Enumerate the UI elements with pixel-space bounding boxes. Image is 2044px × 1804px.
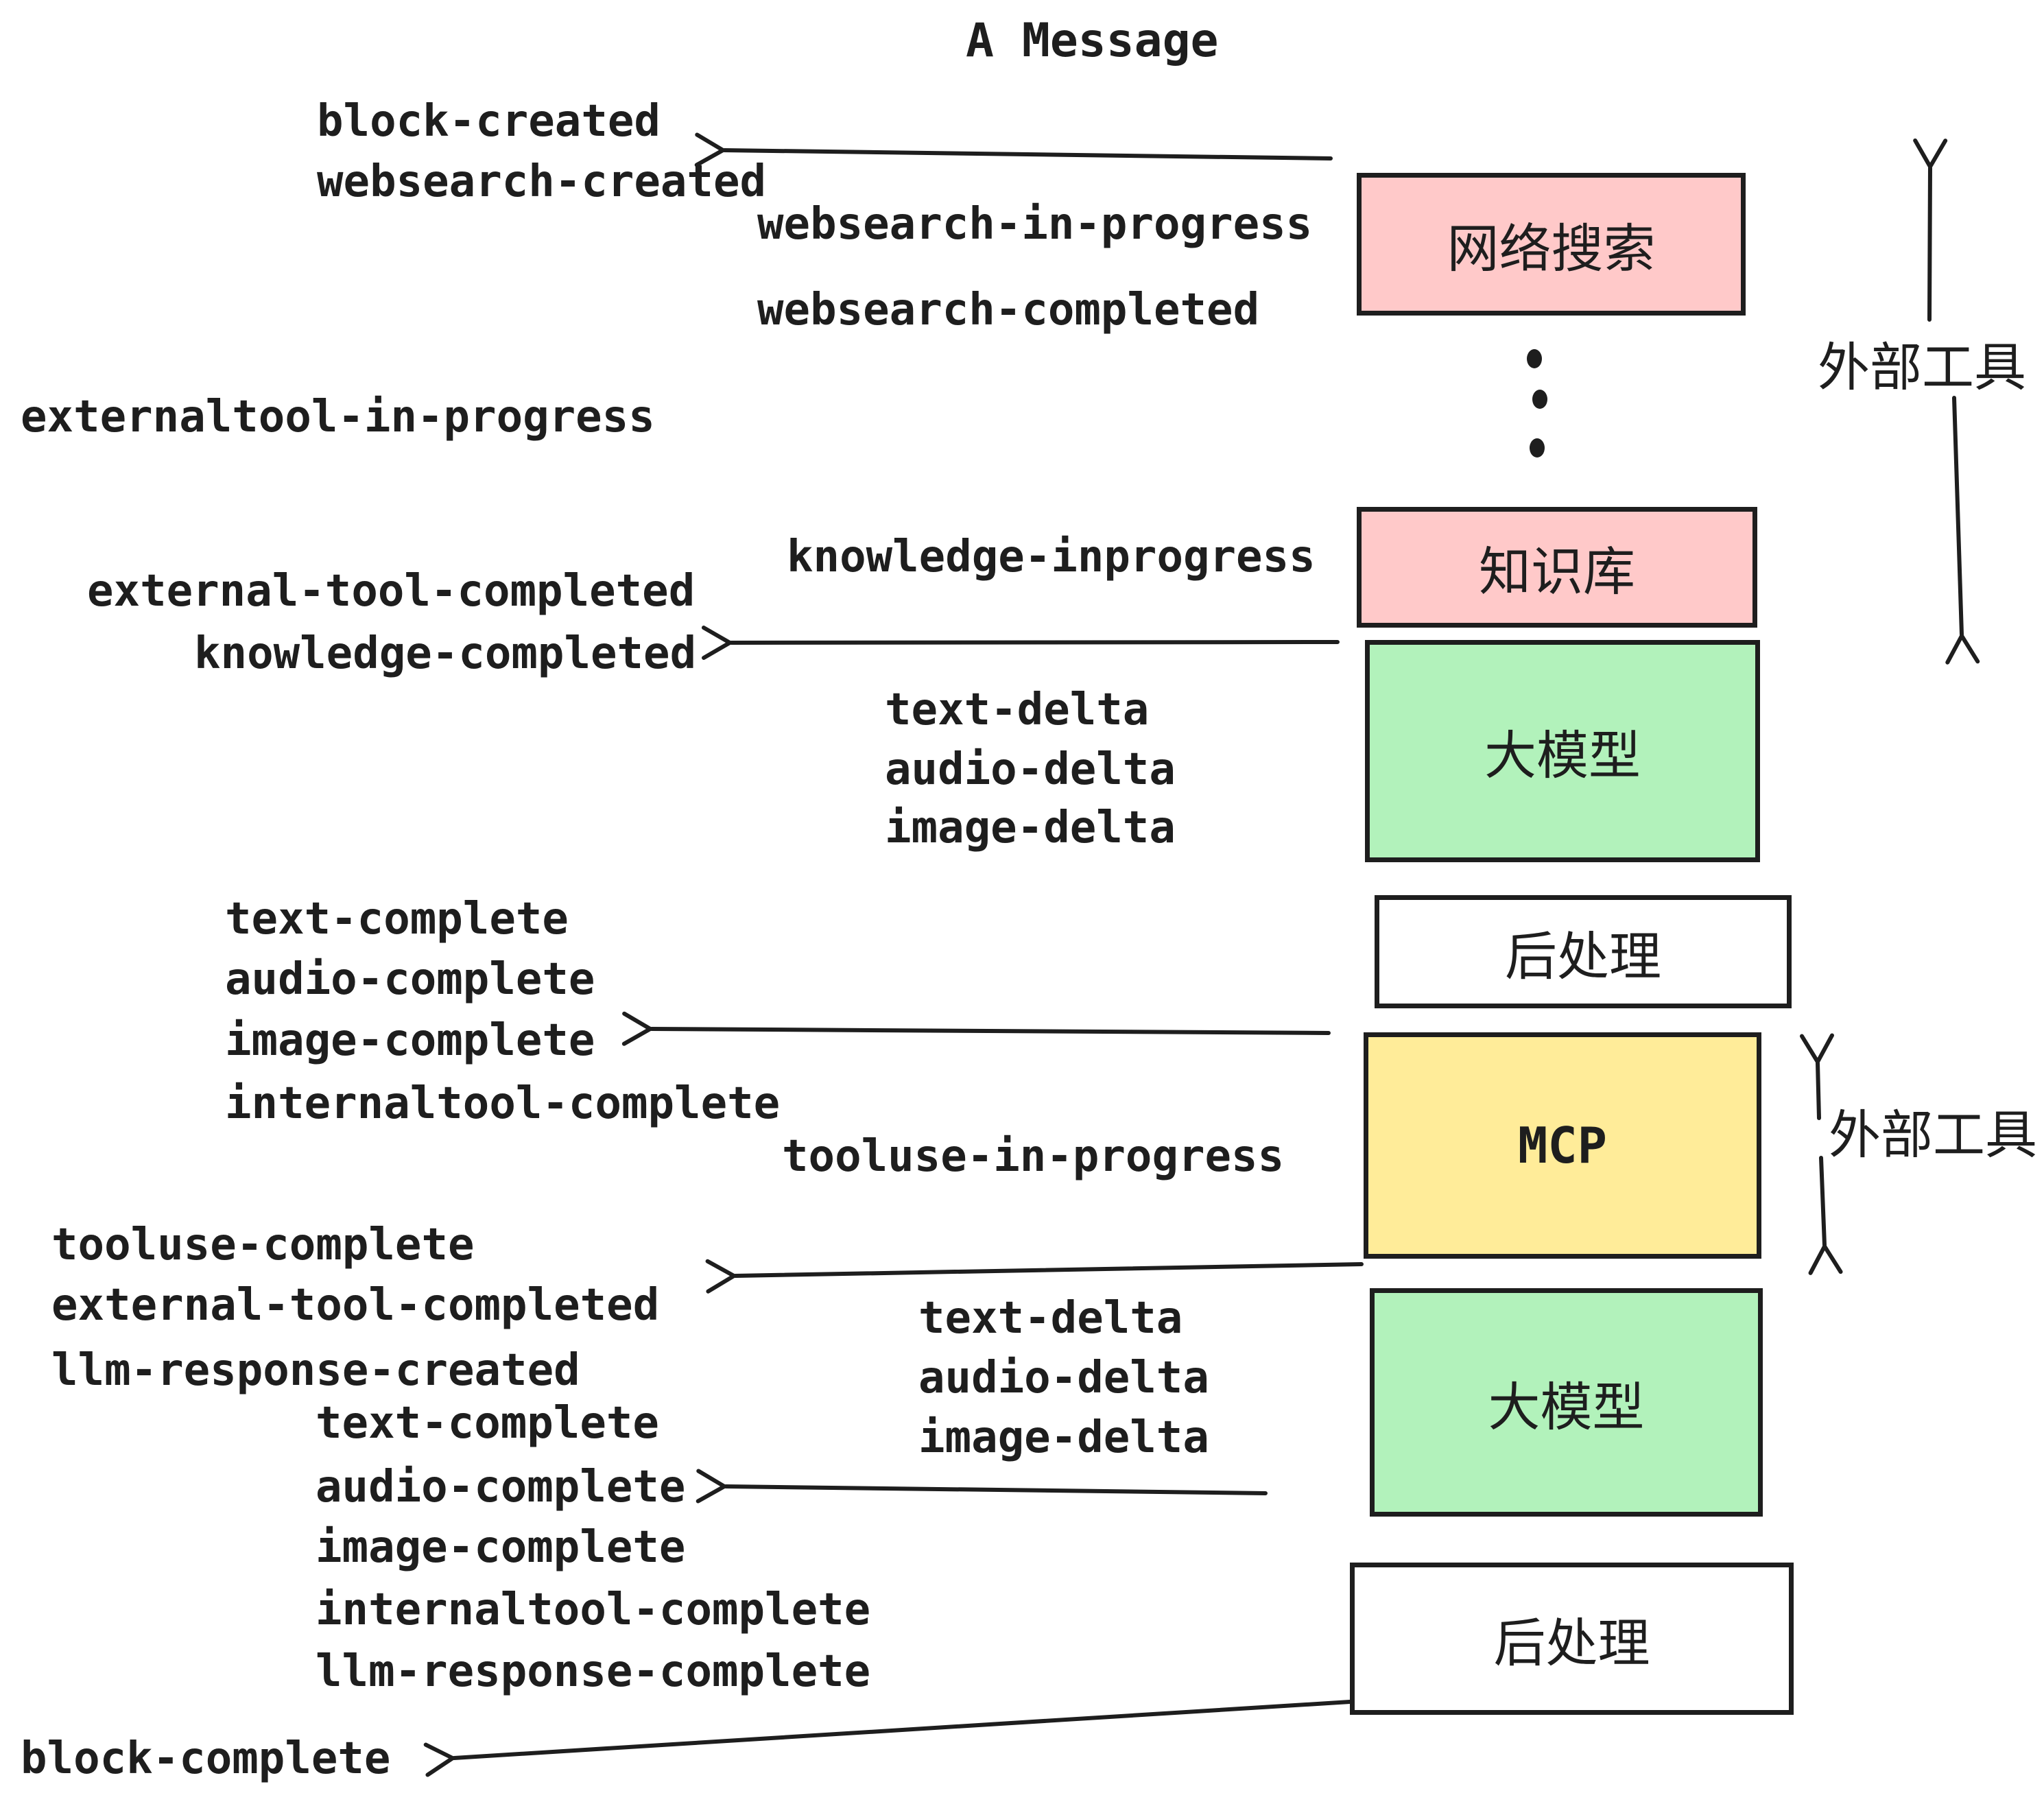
- event-websearch-completed: websearch-completed: [757, 285, 1260, 335]
- box-llm-1-label: 大模型: [1484, 727, 1641, 785]
- event-image-delta-2: image-delta: [918, 1412, 1209, 1463]
- event-websearch-created: websearch-created: [317, 156, 767, 207]
- box-llm-2: 大模型: [1370, 1288, 1763, 1517]
- box-llm-2-label: 大模型: [1488, 1378, 1645, 1437]
- external-tools-up-arrow: [1913, 138, 1948, 322]
- event-image-complete: image-complete: [225, 1015, 595, 1066]
- event-block-complete: block-complete: [21, 1733, 391, 1784]
- external-tools-down-arrow: [1945, 396, 1980, 665]
- event-audio-complete-2: audio-complete: [316, 1462, 686, 1512]
- event-externaltool-in-progress: externaltool-in-progress: [21, 392, 655, 442]
- event-tooluse-complete: tooluse-complete: [51, 1220, 475, 1270]
- box-websearch: 网络搜索: [1357, 173, 1746, 316]
- arrow-image-complete: [621, 1011, 1331, 1046]
- event-audio-delta-2: audio-delta: [918, 1353, 1209, 1403]
- vertical-ellipsis: [1527, 349, 1547, 458]
- diagram-title: A Message: [966, 14, 1219, 68]
- event-text-delta: text-delta: [885, 685, 1150, 735]
- arrow-knowledge-completed: [701, 626, 1340, 661]
- box-knowledge-label: 知识库: [1479, 543, 1635, 602]
- event-block-created: block-created: [317, 96, 661, 147]
- event-audio-delta: audio-delta: [885, 744, 1176, 795]
- box-websearch-label: 网络搜索: [1447, 220, 1656, 278]
- box-knowledge: 知识库: [1357, 507, 1757, 628]
- external-tools-label-top: 外部工具: [1818, 339, 2026, 397]
- event-llm-response-created: llm-response-created: [51, 1345, 580, 1396]
- event-text-complete: text-complete: [225, 894, 569, 945]
- event-external-tool-completed-2: external-tool-completed: [51, 1280, 660, 1331]
- box-mcp-label: MCP: [1517, 1117, 1608, 1174]
- event-text-delta-2: text-delta: [918, 1293, 1183, 1344]
- box-mcp: MCP: [1364, 1032, 1761, 1259]
- box-llm-1: 大模型: [1365, 640, 1760, 862]
- event-websearch-in-progress: websearch-in-progress: [757, 199, 1313, 250]
- event-image-complete-2: image-complete: [316, 1522, 686, 1573]
- event-knowledge-completed: knowledge-completed: [194, 628, 697, 679]
- event-image-delta: image-delta: [885, 803, 1176, 853]
- external-tools-up-arrow-2: [1800, 1033, 1834, 1120]
- event-tooluse-in-progress: tooluse-in-progress: [782, 1131, 1285, 1182]
- arrow-tooluse-complete: [705, 1259, 1364, 1294]
- event-external-tool-completed: external-tool-completed: [87, 566, 696, 617]
- arrow-block-created: [694, 132, 1333, 167]
- event-knowledge-inprogress: knowledge-inprogress: [787, 532, 1316, 582]
- box-postprocess-1: 后处理: [1375, 895, 1792, 1008]
- event-internaltool-complete-2: internaltool-complete: [316, 1585, 871, 1635]
- arrow-audio-complete: [696, 1469, 1268, 1504]
- box-postprocess-1-label: 后处理: [1505, 927, 1661, 986]
- event-audio-complete: audio-complete: [225, 954, 595, 1005]
- box-postprocess-2-label: 后处理: [1493, 1615, 1650, 1673]
- box-postprocess-2: 后处理: [1350, 1563, 1794, 1715]
- external-tools-label-mid: 外部工具: [1829, 1106, 2037, 1165]
- arrow-block-complete: [423, 1700, 1352, 1777]
- event-internaltool-complete: internaltool-complete: [225, 1078, 781, 1129]
- event-text-complete-2: text-complete: [316, 1398, 659, 1449]
- event-llm-response-complete: llm-response-complete: [316, 1646, 871, 1697]
- external-tools-down-arrow-2: [1808, 1156, 1843, 1275]
